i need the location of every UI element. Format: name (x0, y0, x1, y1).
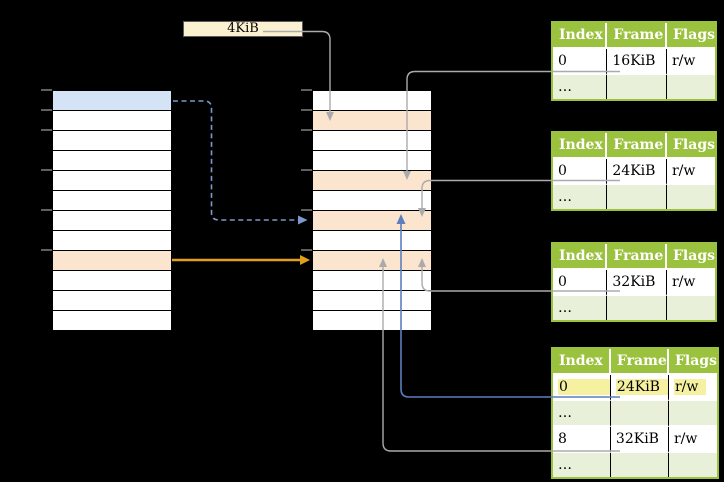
page-table-4-row-0: 0 24KiB r/w (553, 375, 717, 401)
physical-memory-ticks (301, 89, 312, 251)
page-table-1-row-0-flags: r/w (666, 49, 715, 75)
highlight-value: 24KiB (615, 379, 668, 395)
page-table-1-row-1-index: … (553, 75, 608, 99)
page-table-4-row-1-flags (668, 401, 717, 427)
page-table-1-row-0-index: 0 (553, 49, 608, 75)
virtual-page-row-0 (53, 91, 171, 111)
page-table-4-header-flags: Flags (668, 349, 717, 375)
arrow-vpage0-to-frame6 (173, 100, 298, 221)
virtual-page-row-8 (53, 251, 171, 271)
page-table-1-row-1: … (553, 75, 715, 99)
page-table-1-row-1-frame (607, 75, 667, 99)
page-table-4-row-3: … (553, 453, 717, 477)
page-table-2-row-1-index: … (553, 185, 608, 209)
virtual-page-row-9 (53, 271, 171, 291)
virtual-page-row-7 (53, 231, 171, 251)
virtual-page-row-3 (53, 151, 171, 171)
page-table-1-row-1-flags (666, 75, 715, 99)
page-table-4-row-0-frame: 24KiB (610, 375, 669, 401)
arrowhead-vpage8-icon (300, 255, 310, 265)
physical-frame-row-11 (313, 311, 431, 330)
physical-frame-row-6 (313, 211, 431, 231)
page-table-3-row-0-index: 0 (553, 270, 608, 296)
page-table-3-row-1-flags (666, 296, 715, 320)
page-table-2-row-1: … (553, 185, 715, 209)
page-table-2-header-flags: Flags (666, 133, 715, 159)
physical-frame-row-9 (313, 271, 431, 291)
virtual-memory-array (52, 90, 172, 331)
physical-frame-row-0 (313, 91, 431, 111)
physical-frame-row-8 (313, 251, 431, 271)
page-table-4-row-0-index: 0 (553, 375, 611, 401)
page-table-2-row-0-index: 0 (553, 159, 608, 185)
page-table-4-row-3-frame (610, 453, 669, 477)
physical-frame-row-10 (313, 291, 431, 311)
highlight-value: 0 (558, 379, 610, 395)
arrowhead-vpage0-icon (298, 215, 308, 225)
page-table-3-header-flags: Flags (666, 244, 715, 270)
physical-frame-row-3 (313, 151, 431, 171)
virtual-page-row-11 (53, 311, 171, 330)
page-table-4-header-frame: Frame (610, 349, 669, 375)
page-table-3-row-0-frame: 32KiB (607, 270, 667, 296)
page-table-2-header-frame: Frame (607, 133, 667, 159)
physical-frame-row-5 (313, 191, 431, 211)
page-table-1-header-flags: Flags (666, 23, 715, 49)
page-table-3-row-1: … (553, 296, 715, 320)
page-table-4-row-1-frame (610, 401, 669, 427)
highlight-value: r/w (673, 379, 707, 395)
page-table-4-header-index: Index (553, 349, 611, 375)
page-table-3-row-0-flags: r/w (666, 270, 715, 296)
page-table-4-row-1: … (553, 401, 717, 427)
page-table-1-header-index: Index (553, 23, 608, 49)
page-table-3-row-1-frame (607, 296, 667, 320)
page-table-4-row-2-index: 8 (553, 427, 611, 453)
page-table-2-row-1-frame (607, 185, 667, 209)
virtual-memory-ticks (41, 89, 52, 251)
page-table-4-row-0-flags: r/w (668, 375, 717, 401)
page-table-2-row-0-flags: r/w (666, 159, 715, 185)
page-table-3-header-index: Index (553, 244, 608, 270)
page-table-4-row-1-index: … (553, 401, 611, 427)
page-table-1-header-frame: Frame (607, 23, 667, 49)
page-table-4-row-3-flags (668, 453, 717, 477)
virtual-page-row-5 (53, 191, 171, 211)
page-table-4-row-3-index: … (553, 453, 611, 477)
virtual-page-row-2 (53, 131, 171, 151)
virtual-page-row-10 (53, 291, 171, 311)
physical-memory-array (312, 90, 432, 331)
physical-frame-row-7 (313, 231, 431, 251)
virtual-page-row-1 (53, 111, 171, 131)
physical-frame-row-4 (313, 171, 431, 191)
virtual-page-row-4 (53, 171, 171, 191)
physical-frame-row-2 (313, 131, 431, 151)
page-table-2-header-index: Index (553, 133, 608, 159)
page-table-2-row-0-frame: 24KiB (607, 159, 667, 185)
page-table-1-row-0-frame: 16KiB (607, 49, 667, 75)
page-table-4-row-2-flags: r/w (668, 427, 717, 453)
page-table-4-row-2-frame: 32KiB (610, 427, 669, 453)
page-table-3-row-1-index: … (553, 296, 608, 320)
page-size-label: 4KiB (183, 21, 303, 37)
page-table-3-header-frame: Frame (607, 244, 667, 270)
page-table-2-row-1-flags (666, 185, 715, 209)
virtual-page-row-6 (53, 211, 171, 231)
physical-frame-row-1 (313, 111, 431, 131)
